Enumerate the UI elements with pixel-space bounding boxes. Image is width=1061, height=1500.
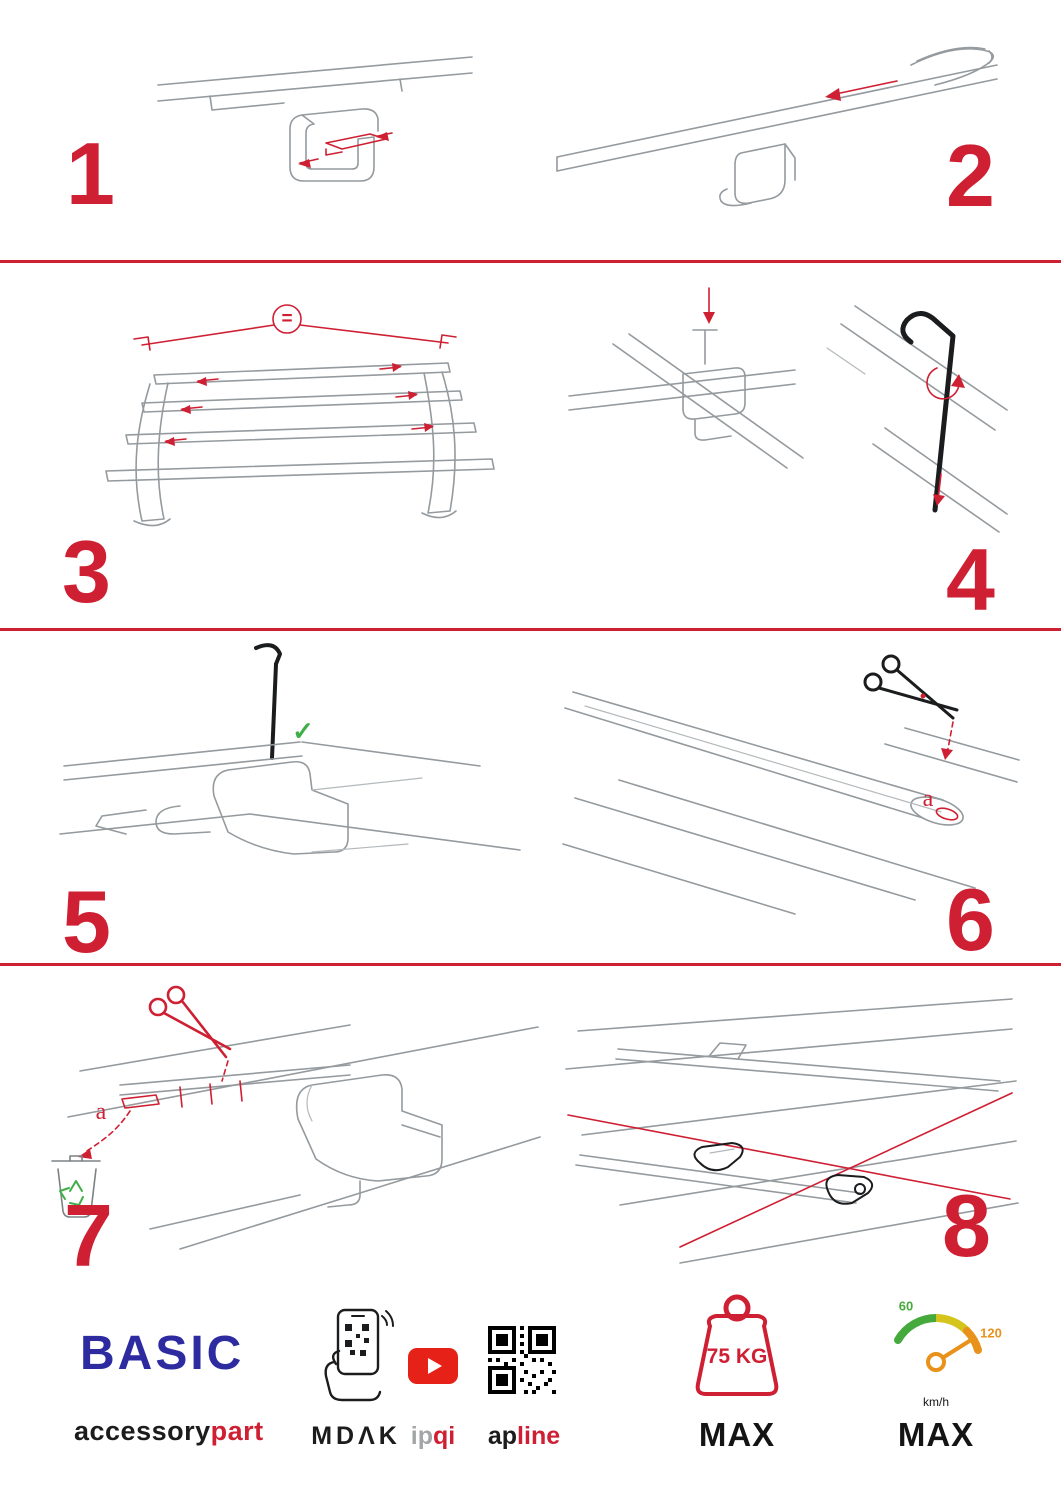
speed-unit: km/h	[922, 1395, 950, 1409]
youtube-icon	[408, 1348, 458, 1384]
clamp-bracket	[682, 367, 746, 441]
step2-drawing	[556, 46, 998, 207]
max-load-value: 75 KG	[706, 1345, 768, 1368]
speed-tick-120: 120	[980, 1325, 1002, 1341]
rubber-strip	[119, 1064, 351, 1096]
step-number-4: 4	[946, 530, 995, 629]
recycle-icon	[59, 1180, 84, 1206]
rubber-strip-end	[935, 807, 959, 821]
scissors-icon	[148, 985, 232, 1082]
row-divider	[0, 963, 1061, 966]
phone-qr-icon	[324, 1308, 394, 1402]
speed-tick-60: 60	[898, 1298, 914, 1314]
step-number-8: 8	[942, 1176, 991, 1275]
step-number-7: 7	[64, 1186, 113, 1285]
checkmark-icon: ✓	[292, 716, 314, 746]
t-bolt	[692, 329, 718, 365]
clamp-bracket	[719, 143, 796, 207]
mdak-logo: MDΛK	[311, 1422, 401, 1450]
qr-code-icon	[488, 1326, 556, 1394]
allen-key-icon	[900, 311, 956, 513]
ipqi-gray: ip	[410, 1422, 433, 1450]
t-knob	[825, 1174, 874, 1205]
step-number-6: 6	[946, 870, 995, 969]
ipqi-red: qi	[433, 1422, 456, 1450]
weight-icon	[695, 1294, 779, 1396]
step1-drawing	[157, 56, 473, 182]
accessorypart-black: accessory	[74, 1416, 211, 1446]
scissors-icon	[863, 654, 959, 720]
roof-bar	[615, 1042, 1001, 1092]
cut-off-piece	[121, 1094, 160, 1109]
step7-drawing	[51, 985, 541, 1250]
clamp-assembly	[95, 760, 423, 855]
cut-label-a: a	[95, 1099, 107, 1125]
step-number-2: 2	[946, 126, 995, 225]
row-divider	[0, 260, 1061, 263]
step3-drawing	[105, 304, 495, 527]
row-divider	[0, 628, 1061, 631]
ipqi-logo: ipqi	[398, 1422, 468, 1451]
apline-red: line	[517, 1422, 561, 1450]
apline-black: ap	[487, 1422, 518, 1450]
step-number-5: 5	[62, 872, 111, 971]
equal-spacing-symbol: =	[281, 308, 293, 330]
rack-legs	[133, 371, 457, 527]
aero-bar	[564, 691, 964, 826]
speed-max-label: MAX	[897, 1416, 975, 1453]
max-load-label: MAX	[698, 1416, 776, 1453]
equals-badge	[272, 304, 302, 334]
cross-bars	[105, 362, 495, 482]
basic-logo: BASIC	[80, 1327, 245, 1380]
step-number-3: 3	[62, 522, 111, 621]
step8-drawing	[565, 998, 1019, 1264]
strap-clamp	[693, 1142, 744, 1172]
accessorypart-logo: accessorypart	[74, 1416, 264, 1447]
clamp-bracket	[289, 108, 379, 182]
end-cap	[910, 46, 995, 86]
step4-drawing	[568, 287, 1008, 533]
apline-logo: apline	[476, 1422, 572, 1451]
step6-drawing	[562, 654, 1020, 915]
speedometer-icon	[894, 1314, 982, 1372]
cut-label-a: a	[922, 786, 934, 812]
step5-drawing	[59, 643, 521, 855]
allen-key-icon	[254, 643, 282, 760]
accessorypart-red: part	[210, 1416, 264, 1446]
step-number-1: 1	[66, 124, 115, 223]
clamp-assembly	[295, 1073, 443, 1208]
trash-bin-icon	[51, 1155, 101, 1218]
